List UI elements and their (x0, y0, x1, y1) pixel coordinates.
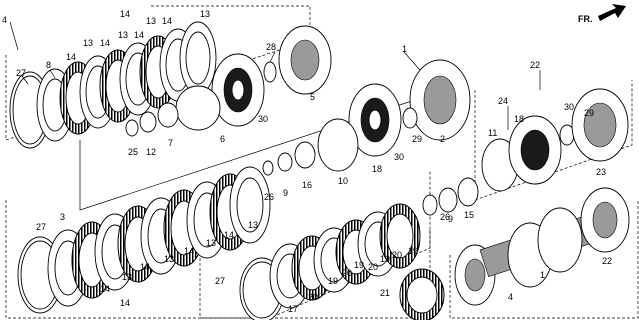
bearing-25 (125, 119, 139, 137)
callout-2: 2 (440, 134, 445, 144)
callout-20: 20 (342, 268, 352, 278)
callout-10: 10 (338, 176, 348, 186)
callout-1: 1 (540, 270, 545, 280)
callout-14: 14 (120, 9, 130, 19)
callout-30: 30 (258, 114, 268, 124)
callout-14: 14 (134, 30, 144, 40)
callout-14: 14 (66, 52, 76, 62)
frame-right (474, 80, 633, 201)
callout-5: 5 (310, 92, 315, 102)
plate-10 (317, 118, 359, 172)
o-ring-28 (263, 61, 277, 83)
callout-23: 23 (596, 167, 606, 177)
callout-8: 8 (46, 60, 51, 70)
washer-12 (139, 111, 157, 133)
callout-26: 26 (440, 212, 450, 222)
callout-13: 13 (83, 38, 93, 48)
callout-24: 24 (498, 96, 508, 106)
callout-30: 30 (564, 102, 574, 112)
clutch-drum-group-1 (262, 59, 471, 176)
callout-7: 7 (168, 138, 173, 148)
callout-19: 19 (380, 254, 390, 264)
callout-11: 11 (488, 128, 497, 138)
callout-14: 14 (224, 230, 234, 240)
callout-16: 16 (302, 180, 312, 190)
callout-27: 27 (36, 222, 46, 232)
callout-30: 30 (394, 152, 404, 162)
callout-22: 22 (602, 256, 612, 266)
callout-14: 14 (140, 262, 150, 272)
callout-15: 15 (464, 210, 474, 220)
o-ring-29 (402, 107, 418, 129)
frame-bottom-mid (199, 230, 431, 319)
clutch-group-22 (481, 88, 629, 192)
shaft-assembly (454, 187, 630, 306)
frame-clutch-1 (79, 94, 431, 211)
callout-13: 13 (118, 30, 128, 40)
callout-13: 13 (200, 9, 210, 19)
callout-28: 28 (266, 42, 276, 52)
clutch-pack-bottom (239, 177, 479, 320)
bearing-26b (422, 194, 438, 216)
callout-9: 9 (283, 188, 288, 198)
callout-14: 14 (162, 16, 172, 26)
fr-arrow-icon: FR. (578, 4, 626, 24)
clutch-pack-3 (17, 166, 271, 314)
callout-27: 27 (16, 68, 26, 78)
callout-18: 18 (514, 114, 524, 124)
callout-4: 4 (2, 15, 7, 25)
callout-14: 14 (184, 246, 194, 256)
callout-13: 13 (122, 272, 132, 282)
callout-13: 13 (248, 220, 258, 230)
callout-20: 20 (392, 250, 402, 260)
callout-14: 14 (120, 298, 130, 308)
callout-13: 13 (206, 238, 216, 248)
ring-15 (457, 177, 479, 207)
callout-6: 6 (220, 134, 225, 144)
callout-25: 25 (128, 147, 138, 157)
callout-19: 19 (408, 246, 418, 256)
callout-17: 17 (288, 304, 298, 314)
bearing-26 (262, 160, 274, 176)
callout-27: 27 (215, 276, 225, 286)
callout-20: 20 (368, 262, 378, 272)
washer-9b (438, 187, 458, 213)
callout-22: 22 (530, 60, 540, 70)
callout-20: 20 (308, 292, 318, 302)
callout-3: 3 (60, 212, 65, 222)
clutch-pack-4 (9, 21, 332, 149)
callout-19: 19 (328, 276, 338, 286)
ring-16 (294, 141, 316, 169)
leader-lines (9, 21, 541, 130)
callout-19: 19 (354, 260, 364, 270)
callout-4: 4 (508, 292, 513, 302)
washer-9 (277, 152, 293, 172)
plate-6 (175, 85, 221, 131)
fr-label: FR. (578, 14, 593, 24)
callout-18: 18 (372, 164, 382, 174)
callout-21: 21 (380, 288, 390, 298)
callout-1: 1 (402, 44, 407, 54)
callout-29: 29 (412, 134, 422, 144)
callout-14: 14 (100, 284, 110, 294)
frame-shaft (449, 200, 639, 319)
callout-26: 26 (264, 192, 274, 202)
callout-labels: 4 14 13 14 13 13 14 13 14 14 8 27 28 5 3… (2, 9, 612, 314)
ring-7 (157, 102, 179, 128)
callout-13: 13 (164, 254, 174, 264)
callout-12: 12 (146, 147, 156, 157)
callout-29: 29 (584, 108, 594, 118)
callout-13: 13 (146, 16, 156, 26)
callout-9: 9 (448, 214, 453, 224)
callout-14: 14 (100, 38, 110, 48)
